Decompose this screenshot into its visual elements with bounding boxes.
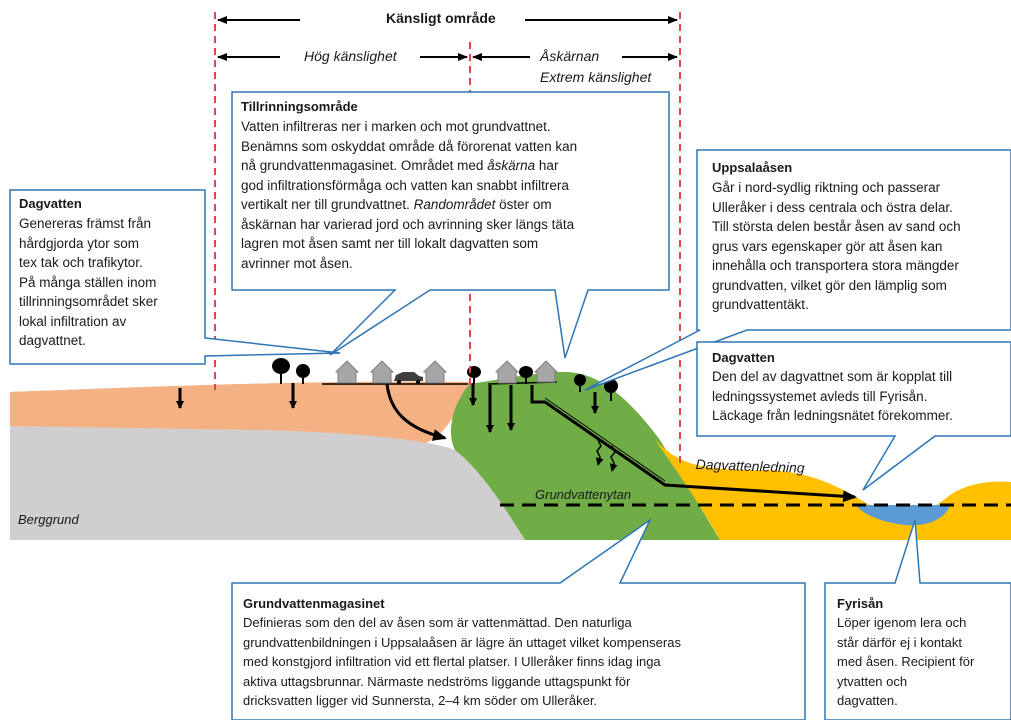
sensitive-area-label: Känsligt område bbox=[382, 10, 500, 26]
house-icon bbox=[334, 360, 559, 384]
uppsalaasen-title: Uppsalaåsen bbox=[712, 160, 793, 175]
car-icon bbox=[394, 372, 423, 384]
dagvatten-left-body: Genereras främst från hårdgjorda ytor so… bbox=[19, 216, 158, 348]
core-label: Åskärnan bbox=[536, 48, 604, 64]
dagvatten-left-title: Dagvatten bbox=[19, 196, 82, 211]
tree-icon bbox=[272, 358, 618, 401]
stormwater-pipe bbox=[530, 385, 857, 503]
leak-arrow bbox=[595, 439, 604, 466]
high-sensitivity-label: Hög känslighet bbox=[300, 48, 401, 64]
extreme-sensitivity-label: Extrem känslighet bbox=[540, 69, 652, 85]
bedrock-label: Berggrund bbox=[18, 512, 79, 527]
callout-dagvatten-left-box bbox=[9, 189, 341, 365]
groundwater-surface-label: Grundvattenytan bbox=[535, 487, 632, 502]
callout-uppsalaasen-box bbox=[584, 149, 1011, 391]
bedrock-layer bbox=[10, 426, 525, 540]
fyrisan-title: Fyrisån bbox=[837, 596, 884, 611]
fyrisan-body: Löper igenom lera och står därför ej i k… bbox=[837, 615, 975, 708]
callout-tillrinning-box bbox=[231, 91, 670, 359]
dagvatten-right-title: Dagvatten bbox=[712, 350, 775, 365]
dagvatten-right-body: Den del av dagvattnet som är kopplat til… bbox=[712, 369, 953, 423]
runoff-arrow bbox=[385, 383, 447, 441]
tillrinning-title: Tillrinningsområde bbox=[241, 99, 358, 114]
callout-dagvatten-right-box bbox=[696, 341, 1011, 491]
callout-grundvatten-box bbox=[231, 517, 806, 720]
grundvatten-body: Definieras som den del av åsen som är va… bbox=[243, 615, 681, 708]
river-fyrisan bbox=[855, 505, 950, 526]
tillrinning-body: Vatten infiltreras ner i marken och mot … bbox=[241, 119, 578, 271]
grundvatten-title: Grundvattenmagasinet bbox=[243, 596, 385, 611]
uppsalaasen-body: Går i nord-sydlig riktning och passerar … bbox=[712, 180, 961, 312]
callout-fyrisan-box bbox=[824, 519, 1011, 720]
esker-ridge bbox=[450, 372, 720, 540]
leak-arrow bbox=[609, 445, 618, 472]
